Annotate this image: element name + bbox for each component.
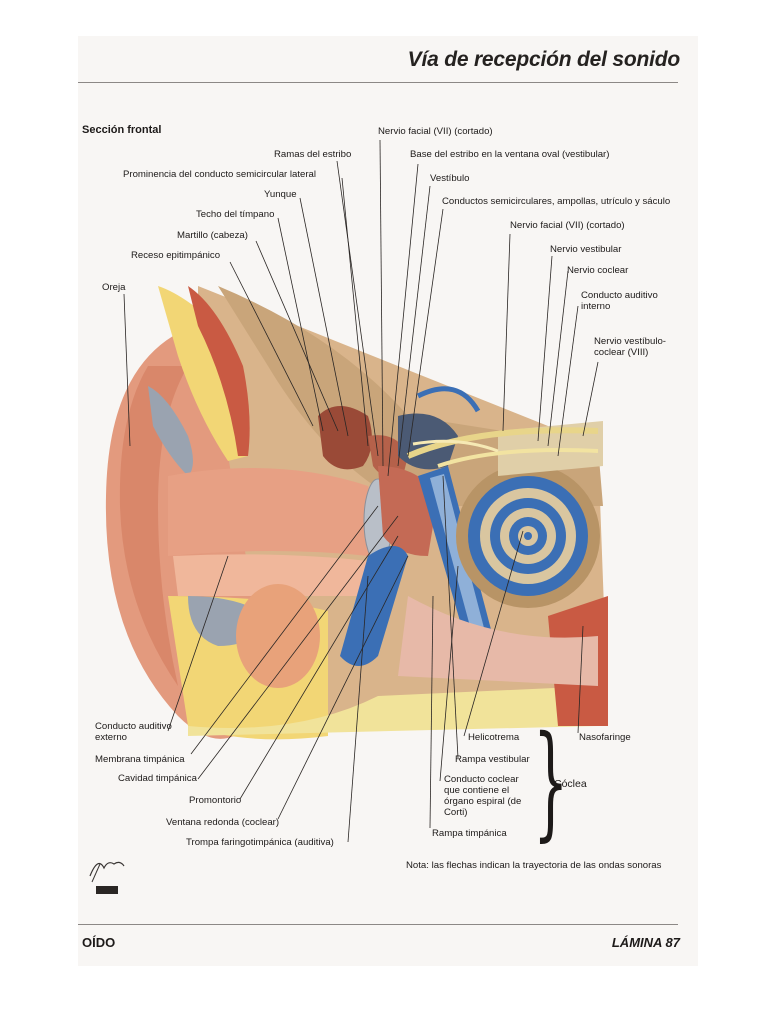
label-nervio-vestibulococlear: Nervio vestíbulo-coclear (VIII) xyxy=(594,336,666,359)
label-promontorio: Promontorio xyxy=(189,795,242,806)
label-nervio-facial-top: Nervio facial (VII) (cortado) xyxy=(378,126,493,137)
label-ramas-estribo: Ramas del estribo xyxy=(274,149,352,160)
malleus-incus xyxy=(318,406,372,470)
footer-rule xyxy=(78,924,678,925)
label-rampa-vestibular: Rampa vestibular xyxy=(455,754,530,765)
upper-muscle xyxy=(188,286,250,456)
artist-signature-mark xyxy=(89,861,125,894)
footer-chapter: OÍDO xyxy=(82,935,116,950)
header-rule xyxy=(78,82,678,83)
label-receso: Receso epitimpánico xyxy=(131,250,221,261)
parotid-gland xyxy=(236,584,320,688)
label-rampa-timpanica: Rampa timpánica xyxy=(432,828,507,839)
footer-plate-number: LÁMINA 87 xyxy=(611,935,680,950)
eustachian-tube xyxy=(340,546,408,666)
label-nervio-facial-right: Nervio facial (VII) (cortado) xyxy=(510,220,625,231)
label-trompa: Trompa faringotimpánica (auditiva) xyxy=(186,837,334,848)
facial-nerve xyxy=(412,439,499,453)
vestibulocochlear-nerve xyxy=(406,427,599,459)
label-vestibulo: Vestíbulo xyxy=(430,173,470,184)
label-conducto-auditivo-externo: Conducto auditivo externo xyxy=(95,721,172,744)
label-nervio-coclear: Nervio coclear xyxy=(567,265,629,276)
label-oreja: Oreja xyxy=(102,282,126,293)
label-ventana-redonda: Ventana redonda (coclear) xyxy=(166,817,280,828)
label-conductos-semicirculares: Conductos semicirculares, ampollas, utrí… xyxy=(442,196,671,207)
leader-lines xyxy=(123,139,599,843)
label-martillo: Martillo (cabeza) xyxy=(177,230,248,241)
ear-anatomy-illustration xyxy=(105,139,608,843)
cochlea xyxy=(456,464,600,608)
canal-wall-lower xyxy=(173,554,378,596)
page-title: Vía de recepción del sonido xyxy=(407,48,681,71)
external-canal xyxy=(168,468,373,556)
label-techo-timpano: Techo del tímpano xyxy=(196,209,275,220)
cochlea-brace: } xyxy=(533,710,569,854)
footnote: Nota: las flechas indican la trayectoria… xyxy=(406,860,662,871)
lower-tissue xyxy=(188,686,598,736)
label-conducto-auditivo-interno: Conducto auditivo interno xyxy=(581,290,658,313)
upper-fat xyxy=(158,286,248,461)
label-membrana-timpanica: Membrana timpánica xyxy=(95,754,185,765)
auricle-fold xyxy=(119,366,188,686)
upper-cartilage xyxy=(148,386,193,476)
label-helicotrema: Helicotrema xyxy=(468,732,520,743)
label-yunque: Yunque xyxy=(264,189,297,200)
label-prominencia: Prominencia del conducto semicircular la… xyxy=(123,169,317,180)
lower-pale-tissue xyxy=(398,596,598,686)
section-heading: Sección frontal xyxy=(82,124,162,136)
label-coclea: Cóclea xyxy=(554,778,587,790)
label-cavidad-timpanica: Cavidad timpánica xyxy=(118,773,197,784)
label-base-estribo: Base del estribo en la ventana oval (ves… xyxy=(410,149,610,160)
label-conducto-coclear: Conducto coclear que contiene el órgano … xyxy=(444,774,522,819)
label-nervio-vestibular: Nervio vestibular xyxy=(550,244,622,255)
atlas-page: Vía de recepción del sonido Sección fron… xyxy=(78,36,698,966)
cochlear-nerve xyxy=(437,448,599,468)
semicircular-canal xyxy=(416,386,481,413)
label-nasofaringe: Nasofaringe xyxy=(579,732,631,743)
